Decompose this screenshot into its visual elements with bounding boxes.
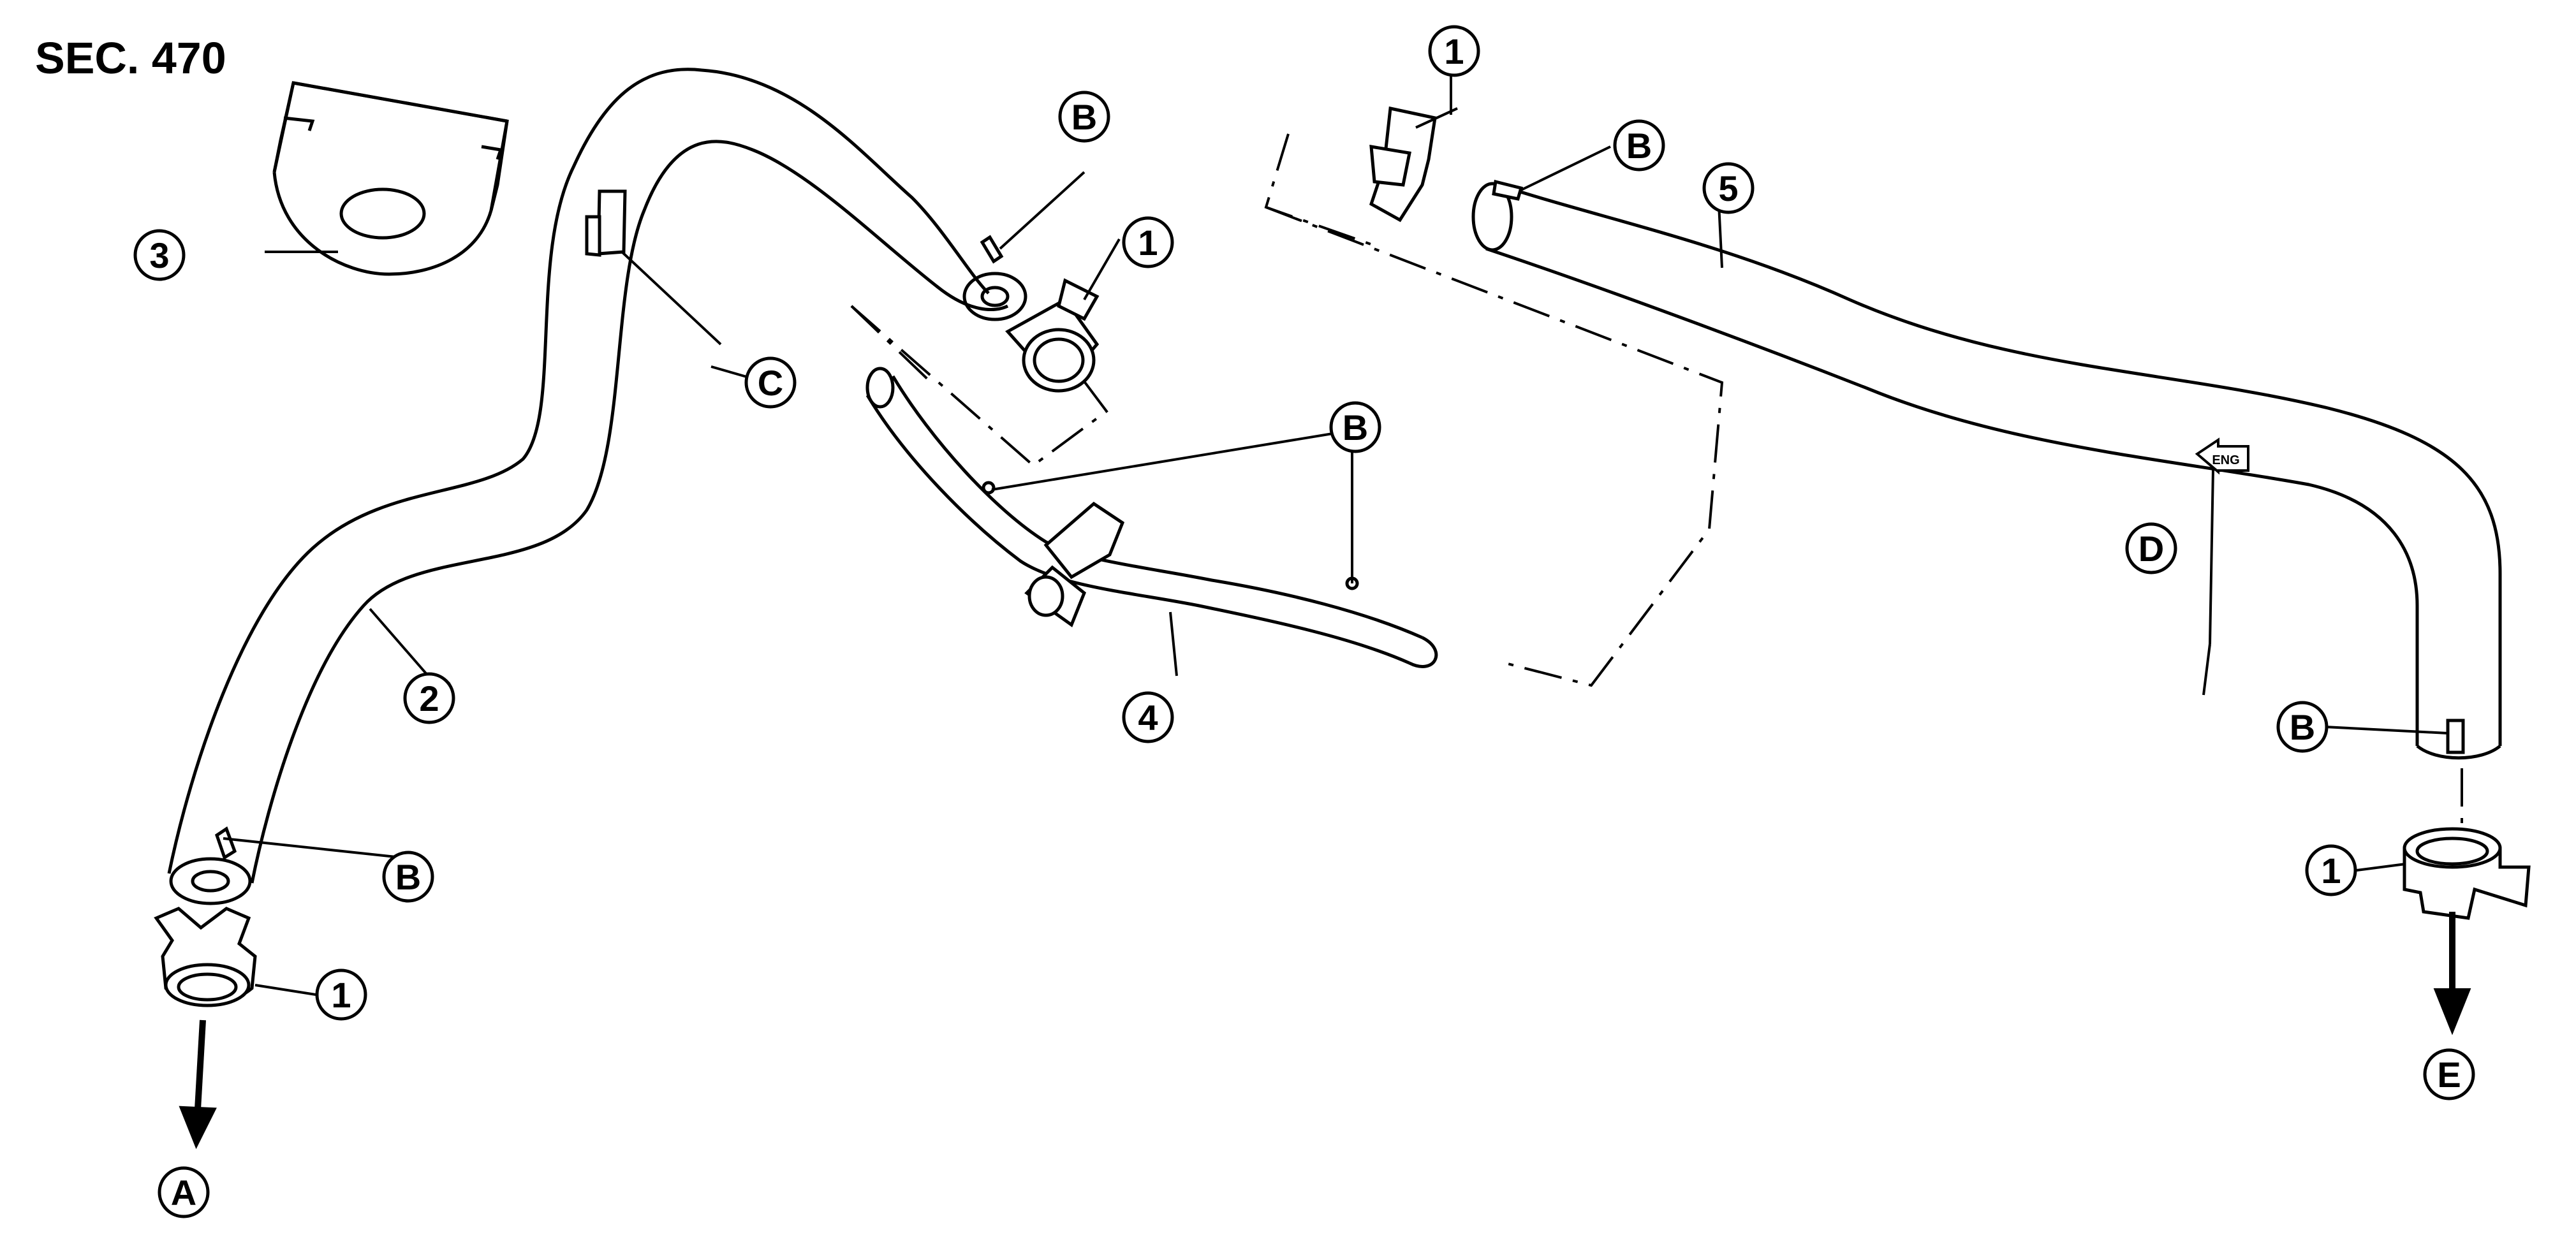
callout-paint-mark-b-hose-4: B	[1329, 401, 1381, 453]
bracket-part-3	[272, 81, 509, 276]
svg-text:1: 1	[2321, 851, 2341, 891]
assembly-guide-lines	[850, 133, 2463, 829]
svg-text:B: B	[395, 857, 421, 897]
callout-paint-mark-b-hose-5: B	[1613, 119, 1665, 172]
svg-text:2: 2	[419, 678, 439, 719]
svg-text:3: 3	[149, 235, 169, 275]
callout-clamp-upper-left: 1	[1122, 216, 1174, 268]
hose-part-4	[865, 367, 1438, 668]
clamp-lower-left	[154, 907, 257, 1007]
clamp-upper-right	[1369, 106, 1437, 223]
callout-direction-d: D	[2125, 522, 2177, 574]
callout-part-3: 3	[133, 229, 186, 281]
hose-4-clip	[1024, 501, 1125, 627]
callout-clamp-lower-right: 1	[2305, 844, 2357, 896]
callout-part-2: 2	[403, 672, 455, 724]
svg-text:D: D	[2138, 529, 2164, 569]
callout-to-a: A	[158, 1166, 210, 1218]
svg-text:B: B	[1071, 97, 1097, 137]
hose-part-2	[167, 68, 1027, 905]
svg-text:1: 1	[331, 975, 351, 1015]
section-label: SEC. 470	[35, 33, 226, 83]
callout-paint-mark-b-upper-left: B	[1058, 91, 1110, 143]
callout-part-4: 4	[1122, 691, 1174, 743]
flow-arrows	[179, 912, 2471, 1150]
clamp-lower-right	[2403, 827, 2531, 920]
callout-part-5: 5	[1702, 162, 1755, 214]
callout-to-e: E	[2423, 1048, 2475, 1100]
svg-text:A: A	[171, 1173, 196, 1213]
svg-text:E: E	[2437, 1055, 2461, 1095]
marker-c-tab	[585, 189, 627, 257]
svg-text:B: B	[1626, 126, 1652, 166]
eng-tag-label: ENG	[2212, 453, 2239, 467]
svg-text:B: B	[1343, 407, 1368, 448]
clamp-upper-left	[1005, 278, 1100, 393]
svg-text:1: 1	[1138, 223, 1158, 263]
callout-marker-c: C	[744, 356, 797, 409]
svg-text:C: C	[758, 363, 783, 403]
callout-clamp-lower-left: 1	[315, 968, 367, 1021]
svg-text:1: 1	[1444, 31, 1464, 71]
hose-part-5	[1471, 179, 2502, 760]
callout-clamp-upper-right: 1	[1428, 25, 1480, 77]
callout-paint-mark-b-hose-5-end: B	[2276, 701, 2329, 753]
engine-direction-tag: ENG	[2195, 437, 2249, 475]
callout-paint-mark-b-hose-2-end: B	[382, 851, 434, 903]
svg-text:5: 5	[1718, 168, 1738, 208]
svg-text:B: B	[2290, 707, 2315, 747]
svg-text:4: 4	[1138, 698, 1158, 738]
